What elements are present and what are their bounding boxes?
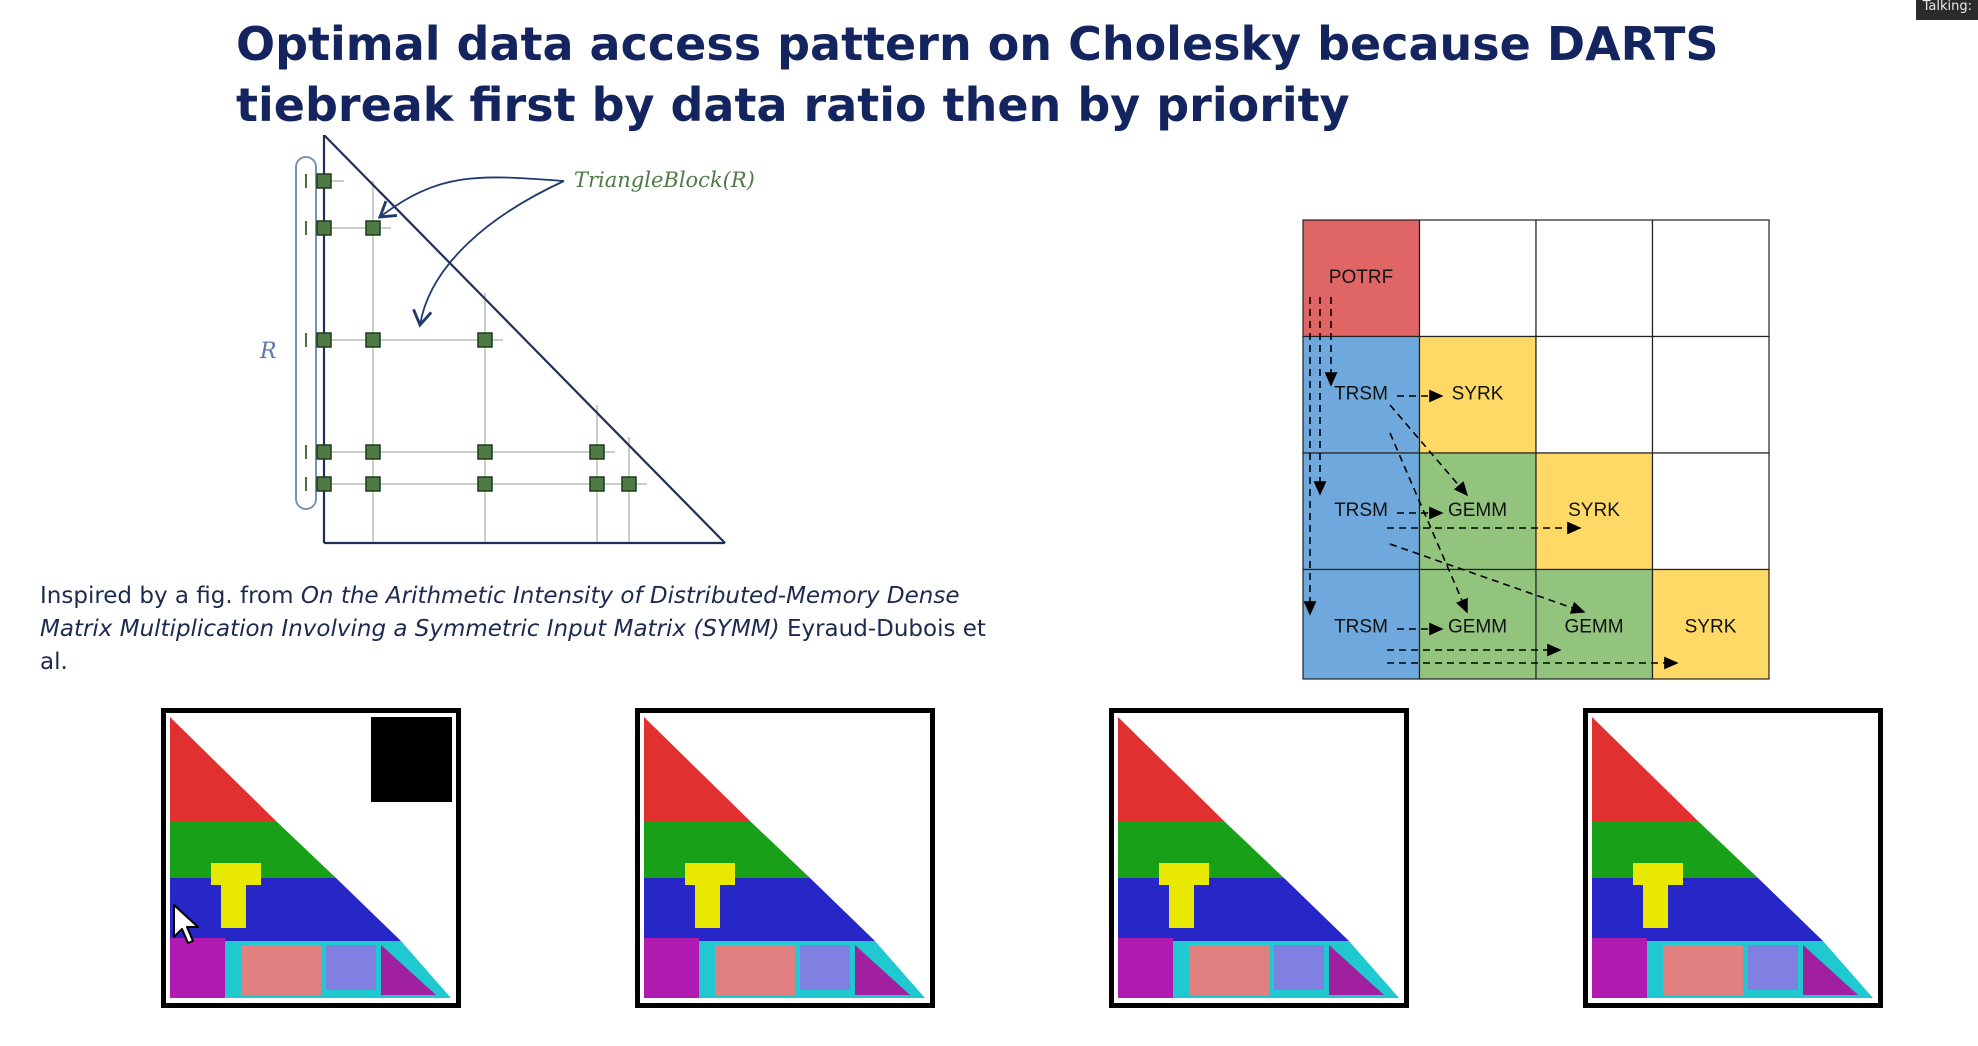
cell-label-trsm: TRSM	[1334, 384, 1388, 405]
schedule-thumbnail-4	[1583, 708, 1883, 1008]
thumbnail-image	[1592, 717, 1873, 998]
cell-label-syrk: SYRK	[1452, 384, 1504, 405]
r-bracket	[295, 156, 317, 510]
figure-caption: Inspired by a fig. from On the Arithmeti…	[40, 580, 990, 679]
grid-cell	[1535, 335, 1654, 454]
schedule-thumbnail-1	[161, 708, 461, 1008]
thumbnail-image	[1118, 717, 1399, 998]
mouse-cursor-icon	[173, 904, 199, 944]
grid-cell	[1302, 219, 1421, 338]
cell-label-potrf: POTRF	[1329, 267, 1393, 288]
cholesky-task-grid: POTRF TRSM SYRK TRSM GEMM SYRK TRSM GEMM GEMM SYR…	[1302, 219, 1770, 680]
triangle-block-diagram: R TriangleBlock(R)	[259, 135, 755, 545]
grid-cell	[1418, 219, 1537, 338]
cell-label-gemm: GEMM	[1448, 617, 1507, 638]
pointer-arrow-1	[377, 176, 565, 219]
grid-cell	[1651, 452, 1770, 571]
cell-label-trsm: TRSM	[1334, 617, 1388, 638]
pointer-arrow-2	[412, 180, 565, 328]
cell-label-syrk: SYRK	[1685, 617, 1737, 638]
bracket-label: R	[259, 339, 277, 364]
status-badge: Talking:	[1916, 0, 1978, 20]
thumbnail-image	[644, 717, 925, 998]
grid-cell	[1651, 219, 1770, 338]
caption-paper-title: On the Arithmetic Intensity of Distribut…	[40, 583, 960, 642]
grid-cell	[1302, 568, 1421, 680]
cell-label-gemm: GEMM	[1448, 500, 1507, 521]
grid-cell	[1535, 568, 1654, 680]
dependency-arrows	[1303, 297, 1679, 670]
grid-cell	[1651, 335, 1770, 454]
caption-prefix: Inspired by a fig. from	[40, 583, 301, 609]
cell-label-gemm: GEMM	[1564, 617, 1623, 638]
schedule-thumbnail-2	[635, 708, 935, 1008]
thumbnail-image	[170, 717, 452, 998]
block-squares	[316, 173, 637, 492]
schedule-thumbnail-3	[1109, 708, 1409, 1008]
cell-label-syrk: SYRK	[1568, 500, 1620, 521]
grid-cell	[1535, 452, 1654, 571]
slide-title: Optimal data access pattern on Cholesky …	[236, 17, 1719, 132]
cell-label-trsm: TRSM	[1334, 500, 1388, 521]
grid-cell	[1535, 219, 1654, 338]
caption-suffix: Eyraud-Dubois et al.	[40, 616, 986, 675]
triangle-block-label: TriangleBlock(R)	[574, 168, 755, 192]
triangle-outline	[322, 135, 726, 545]
